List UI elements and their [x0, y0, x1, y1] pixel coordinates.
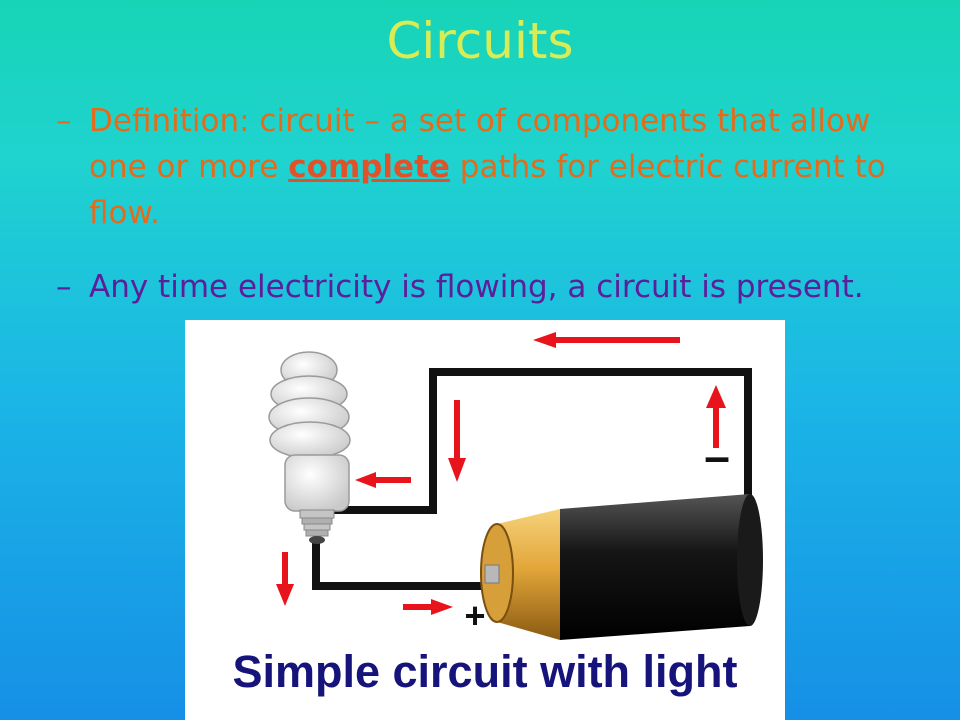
circuit-wire — [310, 368, 752, 590]
current-arrow-icon — [533, 332, 680, 348]
bullet-dash: – — [56, 103, 72, 139]
definition-text: Definition: circuit – a set of component… — [89, 98, 936, 236]
definition-text-start: Definition: circuit – a set of component… — [89, 103, 871, 185]
minus-terminal-label: – — [704, 430, 730, 482]
plus-terminal-label: + — [464, 595, 485, 636]
current-arrow-icon — [403, 599, 453, 615]
bullet-dash: – — [56, 269, 72, 305]
battery-icon — [480, 494, 763, 640]
flow-text: Any time electricity is flowing, a circu… — [89, 269, 864, 305]
flow-bullet: – Any time electricity is flowing, a cir… — [56, 264, 936, 310]
current-arrow-icon — [355, 472, 411, 488]
figure-caption: Simple circuit with light — [232, 646, 738, 697]
current-arrows — [276, 332, 726, 615]
light-bulb-icon — [268, 351, 351, 544]
complete-emphasis: complete — [288, 149, 450, 185]
current-arrow-icon — [448, 400, 466, 482]
current-arrow-icon — [706, 385, 726, 448]
slide-title: Circuits — [386, 12, 574, 70]
circuit-diagram: + – — [268, 332, 763, 640]
circuit-figure: + – Simple circuit with light — [185, 320, 785, 720]
definition-text-end: paths for electric current to flow. — [89, 149, 886, 231]
definition-bullet: – Definition: circuit – a set of compone… — [56, 98, 936, 236]
current-arrow-icon — [276, 552, 294, 606]
